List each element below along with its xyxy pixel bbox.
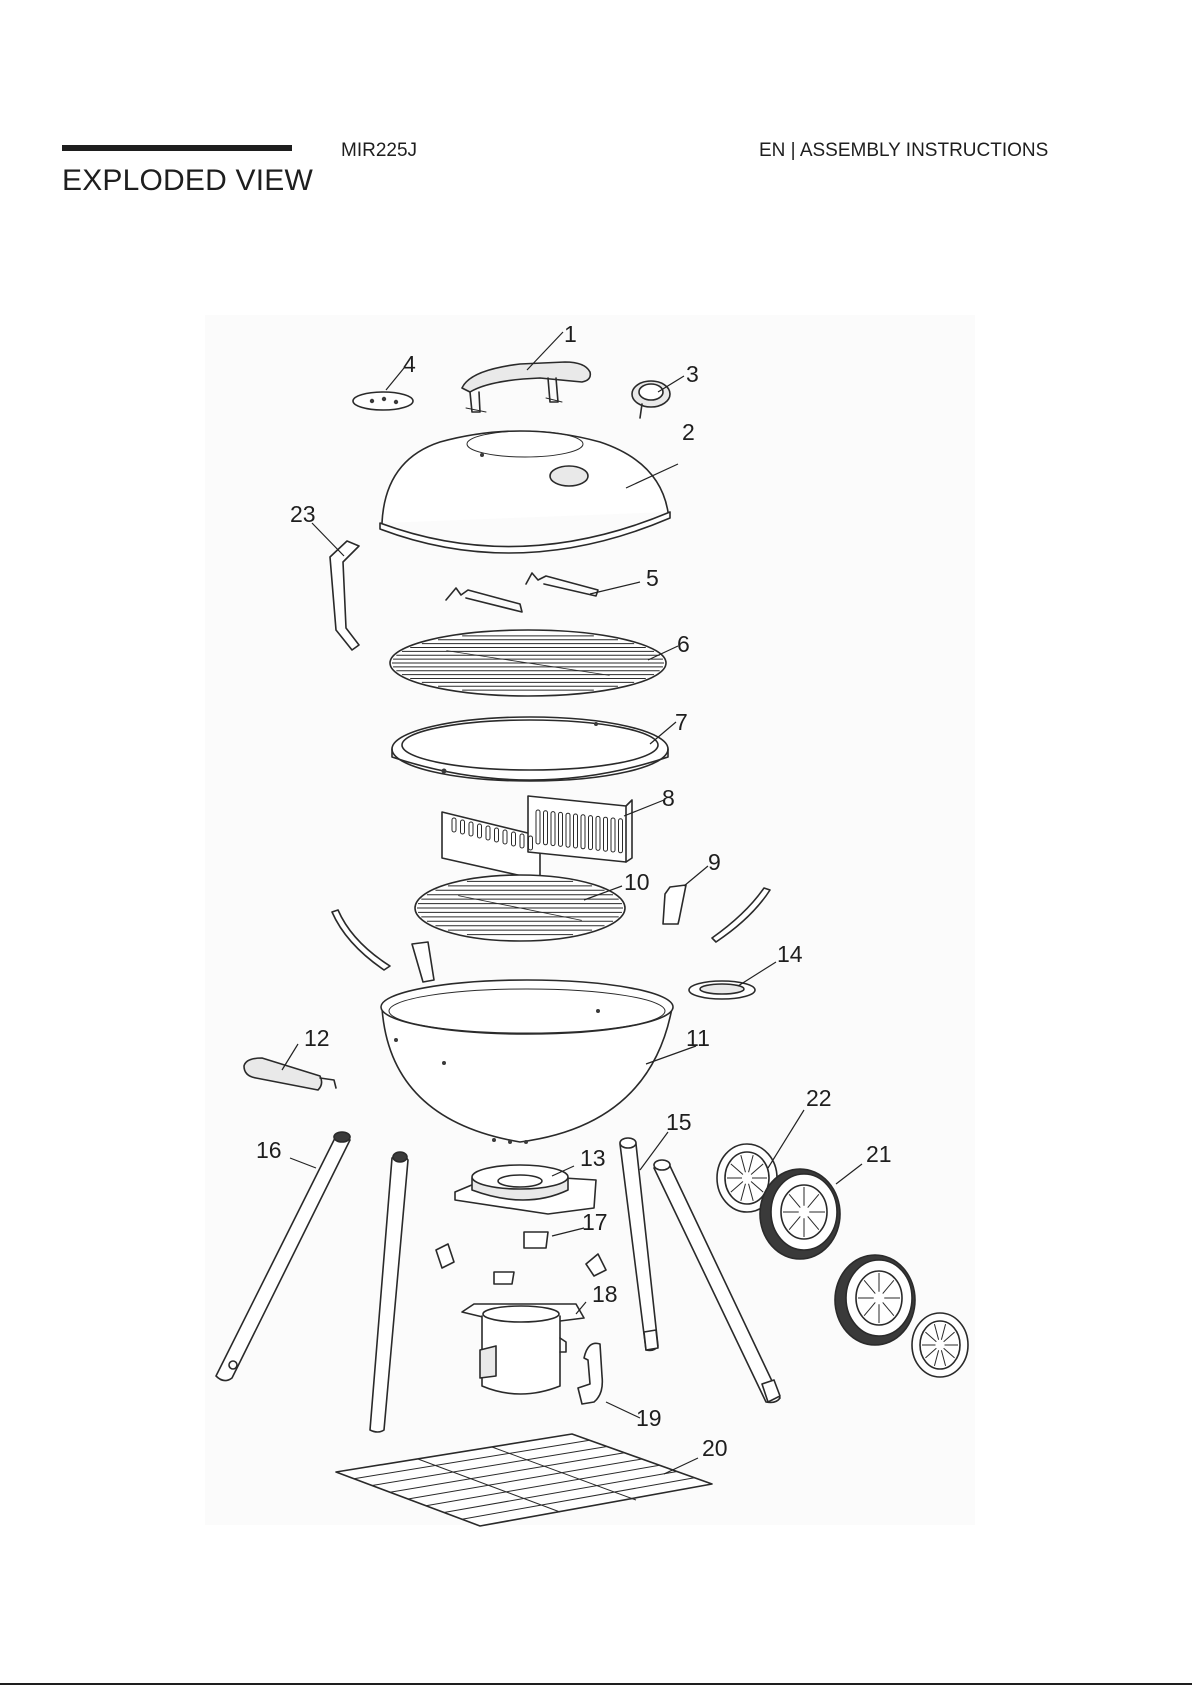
- part-ash-sweep-left: [332, 910, 390, 970]
- part-bracket-small: [412, 942, 434, 982]
- callout-8: 8: [662, 785, 675, 811]
- part-8-charcoal-baskets: [442, 796, 632, 880]
- callout-17: 17: [582, 1209, 608, 1235]
- callout-4: 4: [403, 351, 416, 377]
- callout-18: 18: [592, 1281, 618, 1307]
- callout-2: 2: [682, 419, 695, 445]
- part-3-thermometer: [632, 381, 670, 418]
- part-10-charcoal-grate: [415, 875, 625, 941]
- callout-16: 16: [256, 1137, 282, 1163]
- part-6-cooking-grate: [390, 630, 666, 696]
- callout-23: 23: [290, 501, 316, 527]
- callout-20: 20: [702, 1435, 728, 1461]
- part-14-bottom-vent: [689, 981, 755, 999]
- part-21-wheel: [760, 1169, 840, 1259]
- callout-1: 1: [564, 321, 577, 347]
- part-2-lid: [380, 431, 670, 553]
- part-19-elbow: [578, 1343, 602, 1404]
- callout-13: 13: [580, 1145, 606, 1171]
- part-16-leg-left: [216, 1132, 350, 1381]
- part-12-side-handle: [244, 1058, 336, 1090]
- callout-15: 15: [666, 1109, 692, 1135]
- part-hubcap-lower: [912, 1313, 968, 1377]
- part-7-grate-ring: [392, 717, 668, 781]
- part-20-bottom-shelf: [336, 1434, 712, 1526]
- part-17-leg-brackets: [436, 1232, 606, 1284]
- callout-22: 22: [806, 1085, 832, 1111]
- callout-14: 14: [777, 941, 803, 967]
- callout-3: 3: [686, 361, 699, 387]
- callout-12: 12: [304, 1025, 330, 1051]
- callout-10: 10: [624, 869, 650, 895]
- callout-9: 9: [708, 849, 721, 875]
- part-1-lid-handle: [462, 362, 590, 412]
- callout-7: 7: [675, 709, 688, 735]
- callout-6: 6: [677, 631, 690, 657]
- callout-19: 19: [636, 1405, 662, 1431]
- part-15-leg-rear: [620, 1138, 658, 1351]
- part-5-grate-handles: [446, 573, 598, 612]
- part-13-ash-catcher-plate: [455, 1165, 596, 1214]
- callout-21: 21: [866, 1141, 892, 1167]
- part-23-lid-hanger: [330, 541, 359, 650]
- part-wheel-lower: [835, 1255, 915, 1345]
- part-18-ash-catcher: [462, 1304, 584, 1394]
- part-4-lid-vent: [353, 392, 413, 410]
- part-9-bracket: [663, 885, 686, 924]
- part-leg-center: [370, 1152, 408, 1432]
- part-ash-sweep-right: [712, 888, 770, 942]
- callout-5: 5: [646, 565, 659, 591]
- callout-11: 11: [686, 1025, 710, 1051]
- part-11-bowl: [381, 980, 673, 1144]
